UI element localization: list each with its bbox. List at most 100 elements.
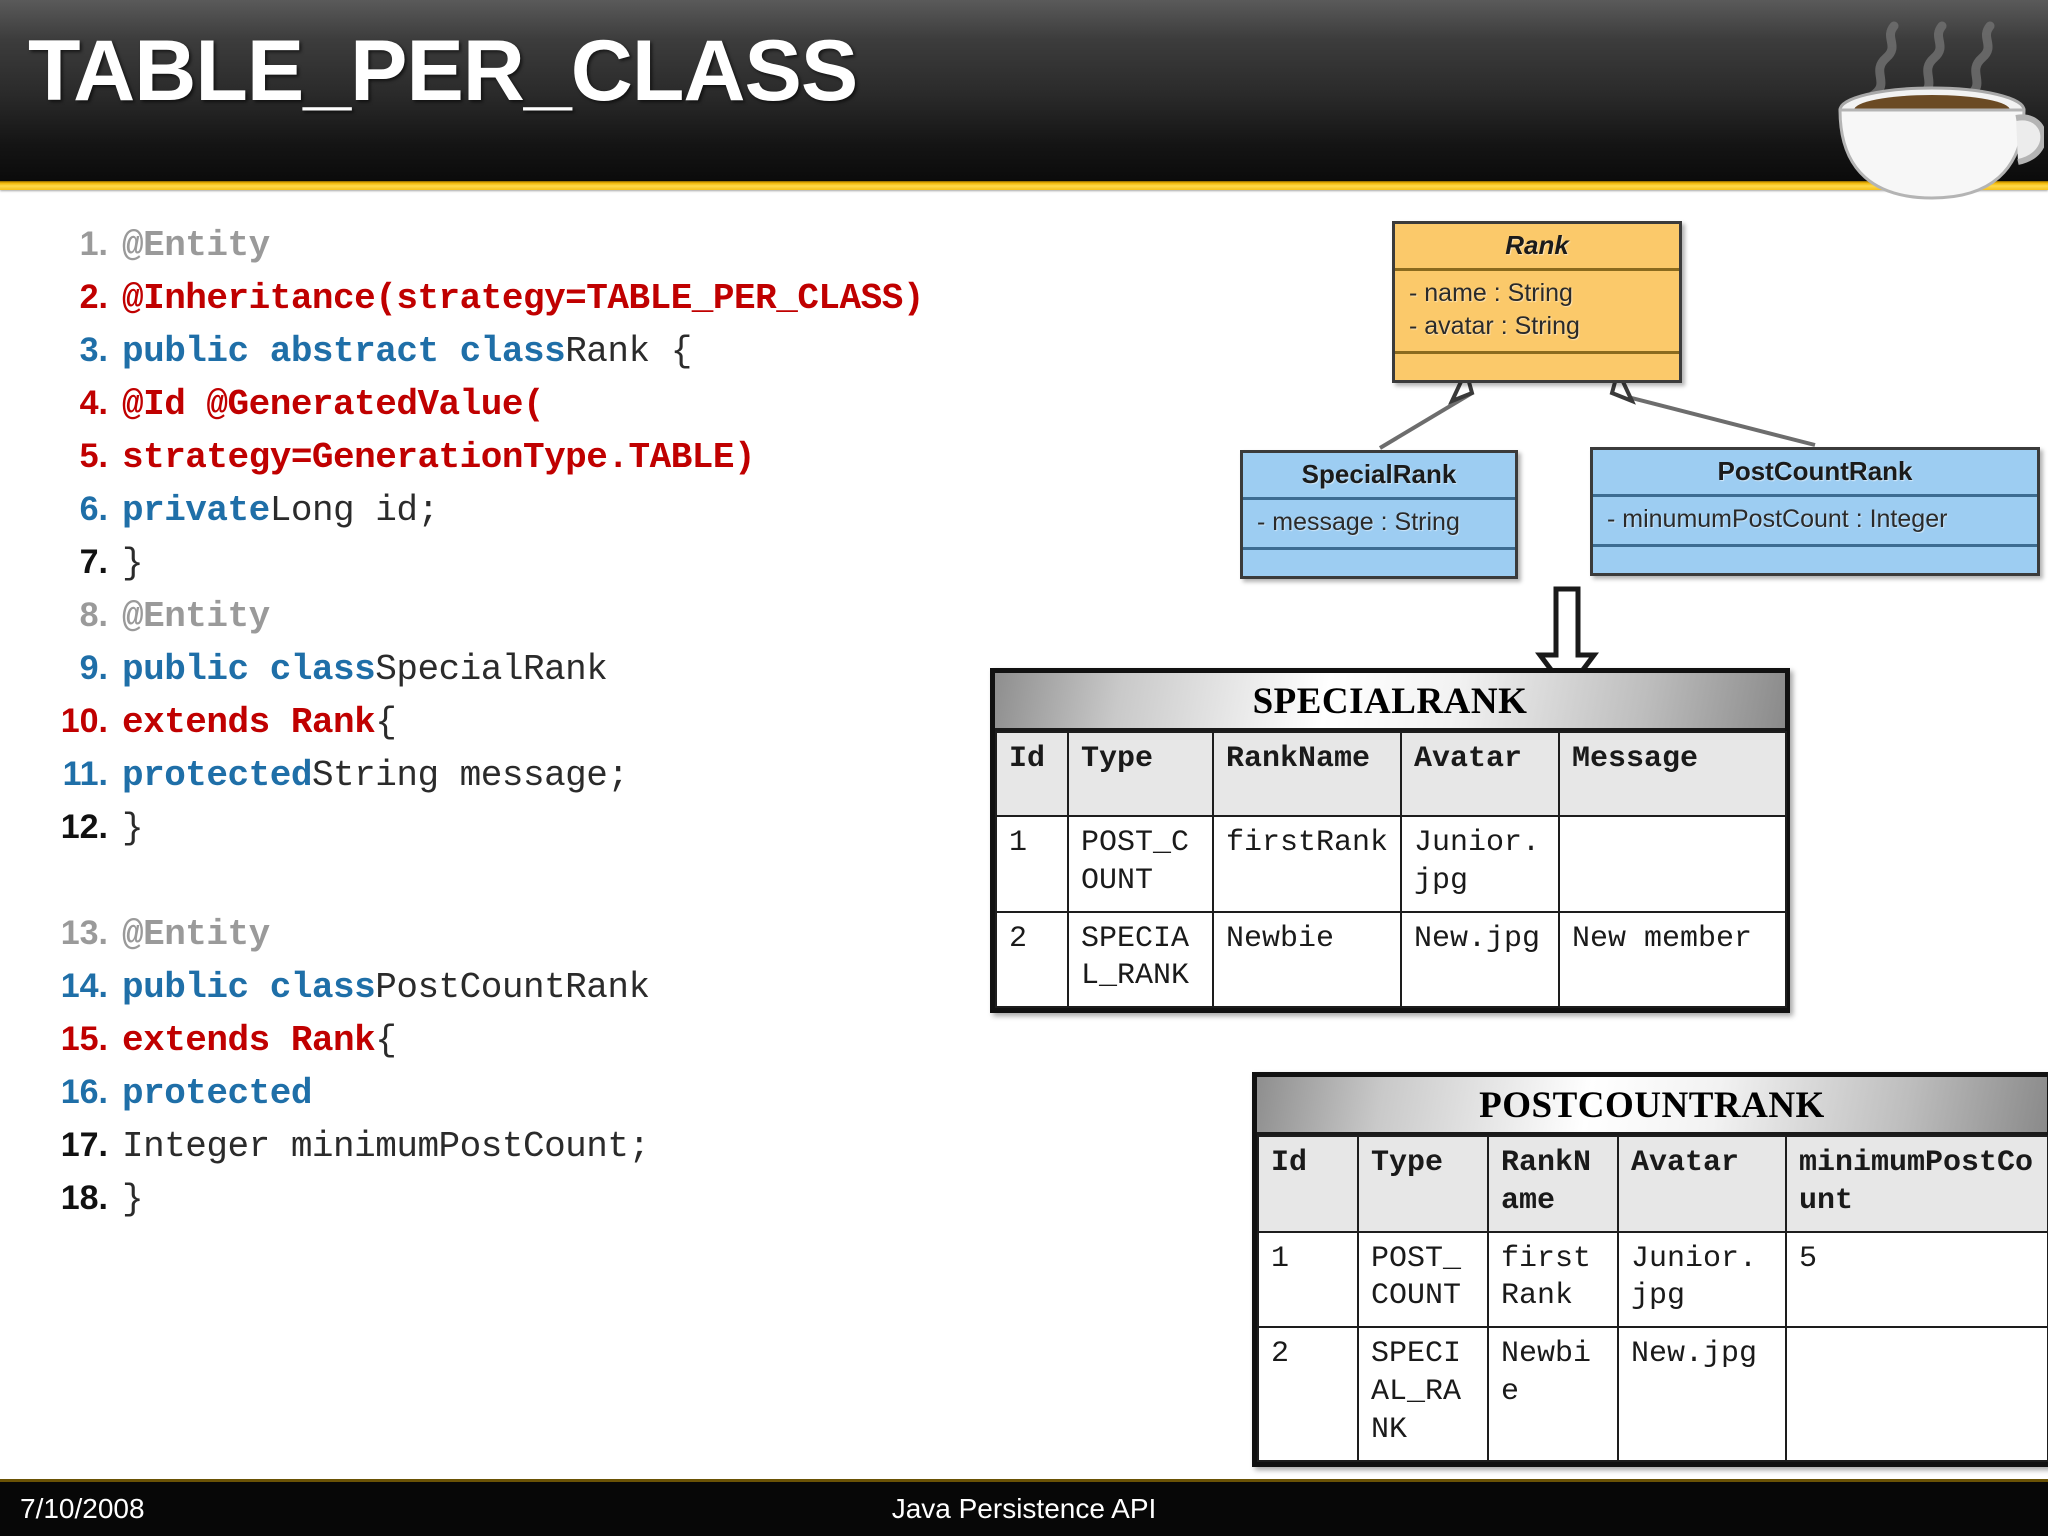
code-text: strategy=GenerationType.TABLE) [122,437,756,478]
table-grid: Id Type RankName Avatar minimumPostCount… [1257,1135,2048,1462]
code-text: Integer minimumPostCount; [122,1126,650,1167]
uml-class-name: PostCountRank [1593,450,2037,497]
code-text: String message; [311,755,629,796]
table-row: 1 POST_COUNT firstRank Junior.jpg 5 [1257,1230,2048,1329]
uml-class-name: Rank [1395,224,1679,271]
uml-class-postcountrank: PostCountRank - minumumPostCount : Integ… [1590,447,2040,576]
code-keyword: protected [122,755,312,796]
uml-attribute: - message : String [1257,508,1460,536]
uml-attribute: - avatar : String [1409,312,1580,340]
uml-class-rank: Rank - name : String - avatar : String [1392,221,1682,383]
uml-attribute-list: - minumumPostCount : Integer [1593,497,2037,547]
table-cell: POST_COUNT [1357,1230,1489,1329]
uml-attribute: - name : String [1409,279,1573,307]
table-specialrank: SPECIALRANK Id Type RankName Avatar Mess… [990,668,1790,1014]
line-number: 13. [60,914,108,952]
line-number: 7. [79,543,108,581]
table-cell: SPECIAL_RANK [1067,910,1214,1009]
code-text: @Entity [122,914,270,955]
column-header: Id [995,731,1069,817]
code-keyword: extends Rank [122,702,376,743]
table-cell: Newbie [1487,1326,1619,1462]
line-number: 11. [62,755,108,793]
code-line: 16. protected [44,1073,944,1126]
code-keyword: public class [122,649,376,690]
table-cell [1785,1326,2048,1462]
table-cell: New.jpg [1617,1326,1787,1462]
header-accent-rule [0,181,2048,190]
line-number: 17. [60,1126,108,1164]
code-text: { [375,702,397,743]
column-header: RankName [1487,1135,1619,1233]
code-line: 1. @Entity [44,225,944,278]
table-cell: New.jpg [1400,910,1560,1009]
code-line: 4. @Id @GeneratedValue( [44,384,944,437]
table-cell: Junior.jpg [1617,1230,1787,1329]
code-line: 11. protected String message; [44,755,944,808]
table-cell [1558,815,1787,913]
table-header-row: Id Type RankName Avatar Message [995,731,1787,817]
table-postcountrank: POSTCOUNTRANK Id Type RankName Avatar mi… [1252,1072,2048,1467]
uml-class-diagram: Rank - name : String - avatar : String S… [1240,215,2040,695]
line-number: 9. [79,649,108,687]
table-row: 2 SPECIAL_RANK Newbie New.jpg New member [995,910,1787,1009]
column-header: Type [1357,1135,1489,1233]
line-number: 14. [60,967,108,1005]
column-header: Avatar [1400,731,1560,817]
table-cell: New member [1558,910,1787,1009]
table-grid: Id Type RankName Avatar Message 1 POST_C… [995,731,1787,1009]
code-text: Rank { [565,331,692,372]
line-number: 8. [79,596,108,634]
code-text: Long id; [269,490,439,531]
code-line: 12. } [44,808,944,861]
line-number: 3. [79,331,108,369]
code-text: } [122,543,144,584]
column-header: Type [1067,731,1214,817]
column-header: Id [1257,1135,1359,1233]
code-text: @Id @GeneratedValue( [122,384,545,425]
table-header-row: Id Type RankName Avatar minimumPostCount [1257,1135,2048,1233]
code-line: 18. } [44,1179,944,1232]
table-cell: 2 [995,910,1069,1009]
table-cell: 1 [1257,1230,1359,1329]
table-cell: 1 [995,815,1069,913]
line-number: 2. [79,278,108,316]
code-text: } [122,1179,144,1220]
line-number: 12. [60,808,108,846]
uml-operations-compartment [1395,354,1679,380]
page-title: TABLE_PER_CLASS [28,23,858,119]
code-line: 9. public class SpecialRank [44,649,944,702]
uml-class-specialrank: SpecialRank - message : String [1240,450,1518,579]
table-cell: SPECIAL_RANK [1357,1326,1489,1462]
table-cell: 2 [1257,1326,1359,1462]
column-header: Avatar [1617,1135,1787,1233]
code-text: @Inheritance(strategy=TABLE_PER_CLASS) [122,278,924,319]
uml-attribute: - minumumPostCount : Integer [1607,505,1948,533]
code-line: 7. } [44,543,944,596]
line-number: 6. [79,490,108,528]
code-text: @Entity [122,596,270,637]
column-header: RankName [1212,731,1402,817]
code-keyword: extends Rank [122,1020,376,1061]
slide-header: TABLE_PER_CLASS [0,0,2048,182]
slide-footer: 7/10/2008 Java Persistence API [0,1479,2048,1536]
code-text: } [122,808,144,849]
code-keyword: public class [122,967,376,1008]
code-keyword: private [122,490,270,531]
line-number: 16. [60,1073,108,1111]
uml-attribute-list: - name : String - avatar : String [1395,271,1679,354]
table-cell: POST_COUNT [1067,815,1214,913]
code-line: 17. Integer minimumPostCount; [44,1126,944,1179]
code-keyword: protected [122,1073,312,1114]
column-header: minimumPostCount [1785,1135,2048,1233]
line-number: 4. [79,384,108,422]
uml-operations-compartment [1593,547,2037,573]
line-number: 18. [60,1179,108,1217]
code-line-blank [44,861,944,914]
table-cell: Junior.jpg [1400,815,1560,913]
table-caption: POSTCOUNTRANK [1257,1077,2047,1135]
footer-date: 7/10/2008 [20,1493,145,1524]
code-line: 10. extends Rank { [44,702,944,755]
footer-title: Java Persistence API [891,1493,1157,1524]
line-number: 1. [79,225,108,263]
